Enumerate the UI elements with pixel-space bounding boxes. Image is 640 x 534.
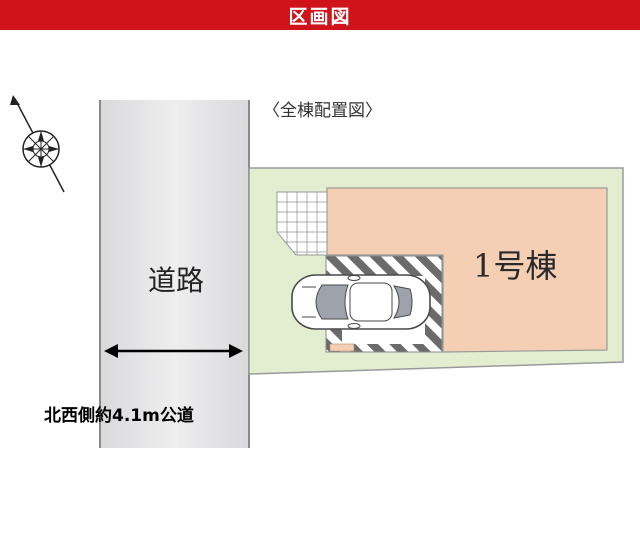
layout-title: 〈全棟配置図〉 [263, 101, 382, 121]
road-label: 道路 [148, 264, 205, 297]
header-bar: 区画図 [0, 0, 640, 30]
road [100, 100, 249, 448]
building-label: 1号棟 [473, 247, 558, 285]
compass-icon [10, 95, 65, 193]
road-width-label: 北西側約4.1m公道 [44, 406, 194, 426]
header-title: 区画図 [288, 5, 352, 28]
double-arrow-icon [104, 344, 243, 358]
garden-tiles [276, 191, 328, 256]
car-icon [291, 274, 431, 330]
entrance-step [329, 343, 355, 352]
